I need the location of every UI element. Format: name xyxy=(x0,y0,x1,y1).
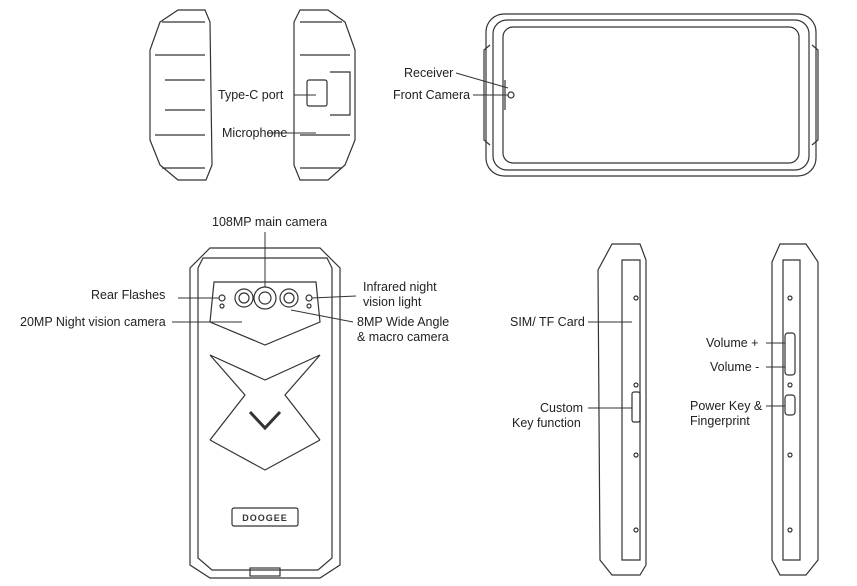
label-microphone: Microphone xyxy=(222,126,288,140)
label-wide-angle-line1: 8MP Wide Angle xyxy=(357,315,450,329)
label-volume-down: Volume - xyxy=(710,360,760,374)
label-power-key-line2: Fingerprint xyxy=(690,414,750,428)
label-main-camera: 108MP main camera xyxy=(212,215,328,229)
phone-side-view-left xyxy=(149,9,213,181)
phone-front-view xyxy=(483,13,819,177)
phone-side-view-keys xyxy=(771,243,819,576)
label-front-camera: Front Camera xyxy=(393,88,471,102)
label-infrared-line1: Infrared night xyxy=(363,280,437,294)
phone-side-view-sim xyxy=(597,243,647,576)
label-infrared-line2: vision light xyxy=(363,295,422,309)
label-night-vision-camera: 20MP Night vision camera xyxy=(20,315,166,329)
label-rear-flashes: Rear Flashes xyxy=(91,288,166,302)
label-type-c-port: Type-C port xyxy=(218,88,284,102)
label-power-key-line1: Power Key & xyxy=(690,399,763,413)
label-custom-key-line2: Key function xyxy=(512,416,581,430)
label-volume-up: Volume + xyxy=(706,336,759,350)
brand-logo: DOOGEE xyxy=(242,513,288,523)
label-receiver: Receiver xyxy=(404,66,454,80)
phone-side-view-right xyxy=(293,9,356,181)
phone-rear-view xyxy=(189,247,341,579)
label-custom-key-line1: Custom xyxy=(540,401,584,415)
label-sim-tf-card: SIM/ TF Card xyxy=(510,315,585,329)
leader-lines xyxy=(172,72,785,409)
label-wide-angle-line2: & macro camera xyxy=(357,330,449,344)
